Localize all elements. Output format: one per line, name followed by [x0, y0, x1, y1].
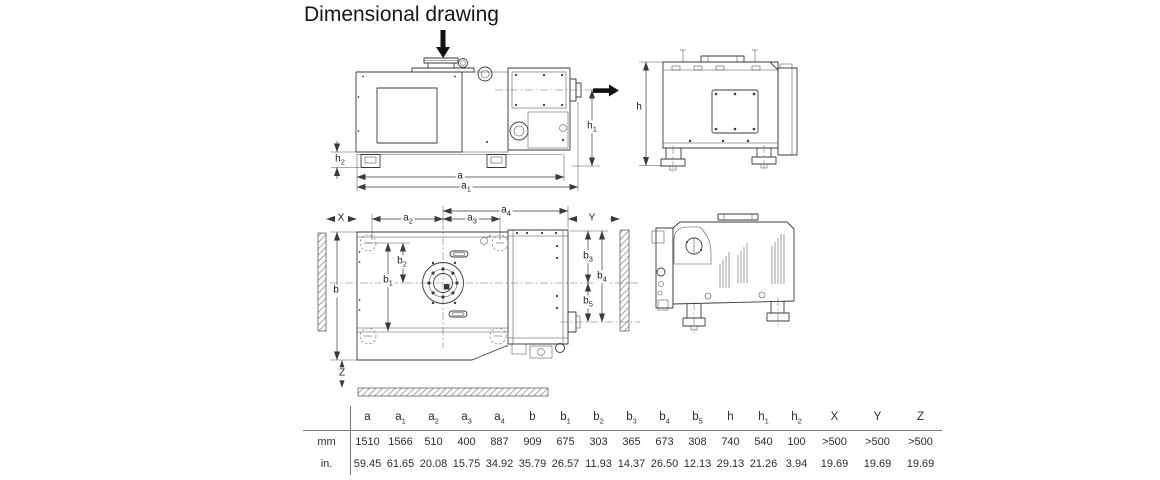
- value-cell: 675: [556, 436, 575, 448]
- table-row-mm: mm 1510 1566 510 400 887 909 675 303 365 673 308 740…: [303, 430, 942, 453]
- dim-label-b5: b5: [581, 295, 595, 309]
- value-cell: 19.69: [863, 458, 892, 470]
- value-cell: 303: [589, 436, 608, 448]
- value-cell: 34.92: [485, 458, 514, 470]
- dim-label-b3: b3: [581, 250, 595, 264]
- value-cell: 26.50: [650, 458, 679, 470]
- value-cell: 909: [523, 436, 542, 448]
- dim-label-h: h: [634, 101, 644, 115]
- value-cell: 365: [622, 436, 641, 448]
- page-title: Dimensional drawing: [304, 3, 499, 26]
- value-cell: >500: [865, 436, 890, 448]
- inlet-flow-arrow: [436, 30, 450, 58]
- value-cell: >500: [822, 436, 847, 448]
- mounting-hole-marks: [359, 234, 509, 345]
- dim-label-a: a: [455, 170, 465, 184]
- value-cell: 1566: [388, 436, 413, 448]
- value-cell: 11.93: [585, 458, 612, 470]
- col-header-z: Z: [899, 406, 942, 431]
- dim-label-x: X: [336, 212, 346, 226]
- col-header-b3: b3: [615, 406, 648, 431]
- col-header-a2: a2: [417, 406, 450, 431]
- table-row-in.: in.59.45 61.65 20.08 15.75 34.92 35.79 26.57 11…: [303, 453, 942, 475]
- outlet-flow-arrow: [593, 84, 619, 97]
- side-view-drawing: [331, 30, 619, 191]
- unit-label: in.: [303, 453, 351, 475]
- value-cell: 59.45: [353, 458, 382, 470]
- dim-label-b: b: [331, 284, 341, 298]
- value-cell: 540: [754, 436, 773, 448]
- value-cell: 19.69: [906, 458, 935, 470]
- dim-label-a4: a4: [499, 204, 513, 218]
- dim-label-y: Y: [587, 212, 597, 226]
- value-cell: 100: [787, 436, 806, 448]
- value-cell: 29.13: [716, 458, 745, 470]
- end-view-drawing: [639, 49, 798, 173]
- col-header-b5: b5: [681, 406, 714, 431]
- value-cell: 35.79: [518, 458, 547, 470]
- value-cell: 887: [490, 436, 509, 448]
- col-header-a1: a1: [384, 406, 417, 431]
- col-header-b2: b2: [582, 406, 615, 431]
- value-cell: 14.37: [617, 458, 646, 470]
- value-cell: 21.26: [749, 458, 778, 470]
- plan-view-drawing: [317, 206, 640, 397]
- value-cell: 400: [457, 436, 476, 448]
- dim-label-a2: a2: [401, 212, 415, 226]
- value-cell: 740: [721, 436, 740, 448]
- bottom-wall-hatch: [357, 387, 549, 397]
- dim-label-b2: b2: [395, 255, 409, 269]
- col-header-b4: b4: [648, 406, 681, 431]
- value-cell: 1510: [355, 436, 380, 448]
- dim-label-h1: h1: [585, 120, 599, 134]
- right-wall-hatch: [619, 229, 630, 332]
- rear-view-drawing: [651, 213, 795, 333]
- col-header-b: b: [516, 406, 549, 431]
- value-cell: 19.69: [820, 458, 849, 470]
- dim-label-b1: b1: [381, 274, 395, 288]
- col-header-h: h: [714, 406, 747, 431]
- value-cell: 12.13: [683, 458, 712, 470]
- value-cell: 510: [424, 436, 443, 448]
- value-cell: 3.94: [785, 458, 808, 470]
- left-wall-hatch: [317, 232, 327, 332]
- col-header-x: X: [813, 406, 856, 431]
- value-cell: 15.75: [452, 458, 481, 470]
- col-header-a4: a4: [483, 406, 516, 431]
- dim-label-b4: b4: [595, 270, 609, 284]
- value-cell: 26.57: [551, 458, 580, 470]
- value-cell: 673: [655, 436, 674, 448]
- value-cell: 20.08: [419, 458, 448, 470]
- dim-label-a1: a1: [459, 180, 473, 194]
- dim-label-a3: a3: [465, 212, 479, 226]
- col-header-h1: h1: [747, 406, 780, 431]
- col-header-b1: b1: [549, 406, 582, 431]
- col-header-a: a: [350, 406, 384, 431]
- unit-label: mm: [303, 430, 351, 453]
- dim-label-z: Z: [337, 367, 347, 381]
- dim-label-h2: h2: [333, 153, 347, 167]
- table-corner-cell: [303, 406, 351, 431]
- col-header-y: Y: [856, 406, 899, 431]
- value-cell: 61.65: [386, 458, 415, 470]
- col-header-h2: h2: [780, 406, 813, 431]
- value-cell: 308: [688, 436, 707, 448]
- value-cell: >500: [908, 436, 933, 448]
- col-header-a3: a3: [450, 406, 483, 431]
- cooling-vents: [719, 234, 785, 288]
